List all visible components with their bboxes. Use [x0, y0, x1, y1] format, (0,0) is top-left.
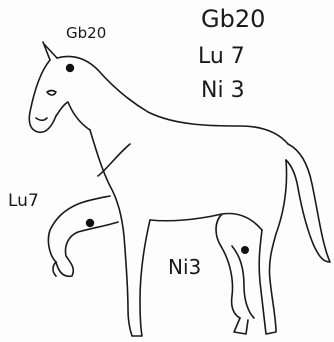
point-ni3-marker — [241, 246, 249, 254]
legend-item-gb20: Gb20 — [201, 5, 265, 33]
point-lu7-marker — [86, 219, 94, 227]
label-gb20: Gb20 — [66, 24, 106, 42]
point-legend: Gb20 Lu 7 Ni 3 — [198, 5, 265, 103]
label-lu7: Lu7 — [8, 191, 39, 211]
label-ni3: Ni3 — [168, 255, 201, 279]
horse-outline — [29, 42, 330, 336]
legend-item-ni3: Ni 3 — [201, 78, 245, 103]
point-gb20-marker — [66, 64, 74, 72]
legend-item-lu7: Lu 7 — [198, 44, 245, 69]
